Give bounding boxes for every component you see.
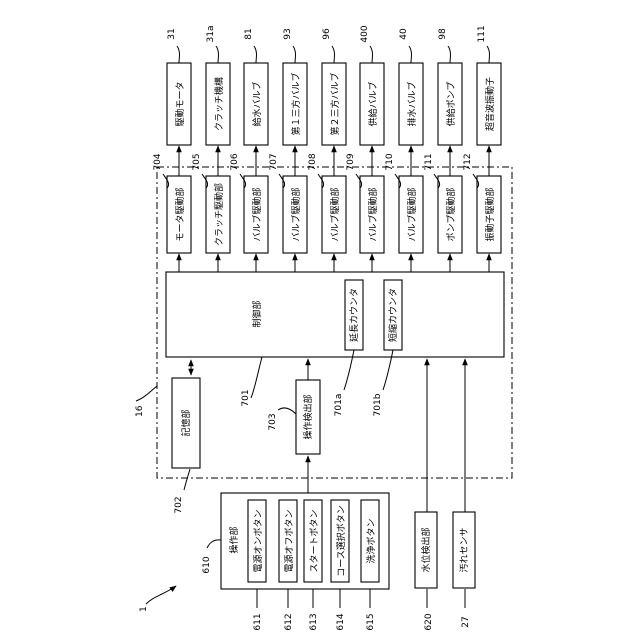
output-ref-leader [409, 46, 412, 63]
driver-ref-710: 710 [385, 153, 395, 170]
operation-detect-ref: 703 [268, 413, 278, 430]
storage-ref: 702 [174, 496, 184, 513]
storage-label: 記憶部 [180, 409, 192, 436]
figure-ref: 1 [139, 606, 149, 612]
shortening-counter-ref: 701b [373, 393, 383, 416]
controller-ref: 701 [241, 389, 251, 406]
button-ref-615: 615 [366, 613, 376, 630]
output-label-96: 第２三方バルブ [329, 72, 341, 135]
button-ref-612: 612 [284, 613, 294, 630]
water-level-ref: 620 [424, 613, 434, 630]
button-label-615: 洗浄ボタン [365, 518, 377, 563]
output-ref-98: 98 [438, 28, 448, 40]
driver-ref-708: 708 [308, 153, 318, 170]
button-label-611: 電源オンボタン [253, 509, 264, 572]
output-ref-93: 93 [283, 28, 293, 39]
output-label-31: 駆動モータ [175, 81, 186, 126]
output-ref-leader [177, 46, 180, 63]
output-ref-96: 96 [322, 28, 332, 40]
extension-counter-ref: 701a [334, 394, 344, 417]
output-ref-leader [370, 46, 373, 63]
button-label-613: スタートボタン [309, 509, 320, 572]
output-ref-81: 81 [244, 28, 254, 39]
button-label-614: コース選択ボタン [335, 505, 347, 577]
output-label-111: 超音波振動子 [484, 77, 496, 131]
driver-label-706: バルブ駆動部 [251, 187, 263, 241]
driver-ref-706: 706 [230, 153, 240, 170]
driver-ref-705: 705 [192, 153, 202, 170]
driver-label-704: モータ駆動部 [174, 187, 186, 241]
output-ref-40: 40 [399, 28, 409, 40]
driver-label-708: バルブ駆動部 [329, 187, 341, 241]
output-ref-111: 111 [477, 25, 487, 42]
driver-label-711: ポンプ駆動部 [445, 188, 457, 242]
operation-unit-label: 操作部 [228, 526, 240, 553]
button-ref-613: 613 [309, 613, 319, 630]
output-ref-leader [254, 46, 257, 63]
driver-label-712: 振動子駆動部 [484, 187, 496, 241]
control-unit-ref: 16 [135, 405, 145, 417]
output-ref-31: 31 [167, 28, 177, 39]
driver-ref-704: 704 [153, 153, 163, 170]
output-ref-leader [332, 46, 335, 63]
extension-counter-label: 延長カウンタ [348, 288, 360, 342]
output-devices: 駆動モータ 31 クラッチ機構 31a 給水バルブ 81 第１三方バルブ 93 第２三方バルブ 9… [167, 25, 501, 176]
controller-box [166, 272, 504, 357]
driver-ref-712: 712 [463, 153, 473, 170]
output-ref-leader [216, 46, 219, 63]
output-label-98: 供給ポンプ [445, 82, 457, 127]
driver-label-705: クラッチ駆動部 [213, 183, 225, 246]
output-label-400: 供給バルブ [367, 81, 379, 126]
output-label-40: 排水バルブ [406, 81, 418, 126]
shortening-counter-label: 短縮カウンタ [387, 288, 399, 342]
output-ref-leader [487, 46, 490, 63]
driver-ref-709: 709 [346, 153, 356, 170]
driver-ref-711: 711 [424, 153, 434, 170]
operation-unit-ref: 610 [202, 556, 212, 573]
dirt-sensor-ref: 27 [461, 616, 471, 627]
controller-label: 制御部 [251, 300, 263, 327]
operation-detect-label: 操作検出部 [302, 394, 314, 439]
dirt-sensor-label: 汚れセンサ [458, 527, 470, 572]
output-label-31a: クラッチ機構 [213, 77, 225, 131]
water-level-label: 水位検出部 [420, 527, 432, 572]
output-ref-leader [293, 46, 296, 63]
button-ref-611: 611 [253, 613, 263, 630]
driver-label-707: バルブ駆動部 [290, 187, 302, 241]
driver-ref-707: 707 [269, 153, 279, 170]
output-label-93: 第１三方バルブ [290, 72, 302, 135]
driver-units: モータ駆動部 704 クラッチ駆動部 705 バルブ駆動部 706 バルブ駆動部 707 バルブ… [153, 153, 501, 272]
output-label-81: 給水バルブ [251, 81, 263, 126]
output-ref-leader [448, 46, 451, 63]
button-ref-614: 614 [336, 613, 346, 630]
output-ref-31a: 31a [206, 26, 216, 43]
output-ref-400: 400 [360, 25, 370, 42]
driver-label-709: バルブ駆動部 [367, 187, 379, 241]
button-label-612: 電源オフボタン [284, 509, 295, 572]
driver-label-710: バルブ駆動部 [406, 187, 418, 241]
